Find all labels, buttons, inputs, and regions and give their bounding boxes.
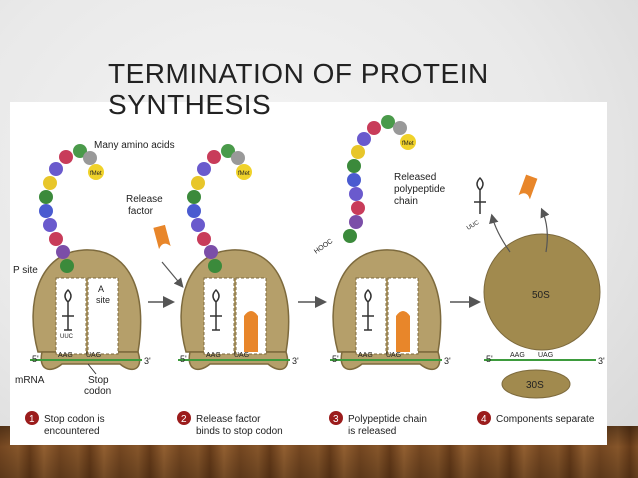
released-release-factor [518,174,538,200]
ribosome-large-subunit [32,249,142,353]
fmet-label: fMet [238,171,250,177]
panel-1: Many amino acids fMet P site A site UUC … [13,140,175,397]
step-1-number: 1 [29,414,35,425]
trna-icon [62,288,74,331]
step-4-line1: Components separate [496,414,595,425]
stop-codon-label-1: Stop [88,375,109,386]
stop-codon-pointer [87,363,97,375]
step-2-badge [177,411,191,425]
step-4-badge [477,411,491,425]
codon-aag-label: AAG [58,352,73,359]
three-prime-label: 3' [144,356,151,366]
step-3-number: 3 [333,414,339,425]
codon-aag-label: AAG [358,352,373,359]
release-factor-label-1: Release [126,194,163,205]
release-factor-free [153,224,171,250]
anticodon-label: UUC [466,220,481,232]
anticodon-label: UUC [60,334,74,340]
released-trna-icon [474,176,486,214]
codon-uag-label: UAG [86,352,101,359]
mrna-label: mRNA [15,375,45,386]
codon-aag-label: AAG [510,352,525,359]
ribosome-large-subunit [332,249,442,353]
release-factor-bound [244,311,258,352]
many-amino-acids-label: Many amino acids [94,140,175,151]
fmet-label: fMet [402,141,414,147]
a-site-label-2: site [96,295,110,305]
codon-aag-label: AAG [206,352,221,359]
codon-uag-label: UAG [234,352,249,359]
panel-2: fMet Release factor 5' 3' AAG UAG [126,144,299,371]
five-prime-label: 5' [332,354,339,364]
amino-acid-chain [187,144,252,273]
trna-icon [210,288,222,331]
released-label-1: Released [394,172,436,183]
released-label-2: polypeptide [394,184,446,195]
step-2-caption: 2 Release factor binds to stop codon [177,411,283,437]
panel-3: fMet HOOC Released polypeptide chain 5' … [313,115,451,371]
a-site-label-1: A [98,284,104,294]
step-3-line2: is released [348,426,396,437]
fmet-label: fMet [90,171,102,177]
five-prime-label: 5' [32,354,39,364]
release-factor-arrow [161,261,184,288]
step-2-number: 2 [181,414,187,425]
released-amino-acid-chain [343,115,416,243]
step-1-badge [25,411,39,425]
step-2-line1: Release factor [196,414,261,425]
subunit-50s-label: 50S [532,290,550,301]
hooc-label: HOOC [313,238,334,256]
panel-4: 50S 30S UUC 5' 3' AAG UAG [466,174,605,399]
trna-icon [362,288,374,331]
slide-title: TERMINATION OF PROTEIN SYNTHESIS [108,58,489,120]
release-factor-bound [396,311,410,352]
a-site-pocket [87,277,119,355]
step-3-badge [329,411,343,425]
three-prime-label: 3' [598,356,605,366]
codon-uag-label: UAG [538,352,553,359]
release-factor-label-2: factor [128,206,154,217]
ribosome-large-subunit [180,249,290,353]
factor-release-arrow [540,207,550,253]
subunit-30s-label: 30S [526,380,544,391]
large-subunit-50s [483,233,601,351]
step-3-line1: Polypeptide chain [348,414,427,425]
step-3-caption: 3 Polypeptide chain is released [329,411,427,437]
three-prime-label: 3' [292,356,299,366]
released-label-3: chain [394,196,418,207]
three-prime-label: 3' [444,356,451,366]
step-1-line2: encountered [44,426,100,437]
p-site-label: P site [13,265,38,276]
small-subunit-30s [501,369,571,399]
amino-acid-chain [39,144,104,273]
step-1-line1: Stop codon is [44,414,105,425]
five-prime-label: 5' [486,354,493,364]
step-1-caption: 1 Stop codon is encountered [25,411,105,437]
step-4-number: 4 [481,414,487,425]
codon-uag-label: UAG [386,352,401,359]
five-prime-label: 5' [180,354,187,364]
step-2-line2: binds to stop codon [196,426,283,437]
step-4-caption: 4 Components separate [477,411,595,425]
trna-release-arrow [489,213,511,253]
termination-diagram: Many amino acids fMet P site A site UUC … [13,115,605,437]
stop-codon-label-2: codon [84,386,111,397]
